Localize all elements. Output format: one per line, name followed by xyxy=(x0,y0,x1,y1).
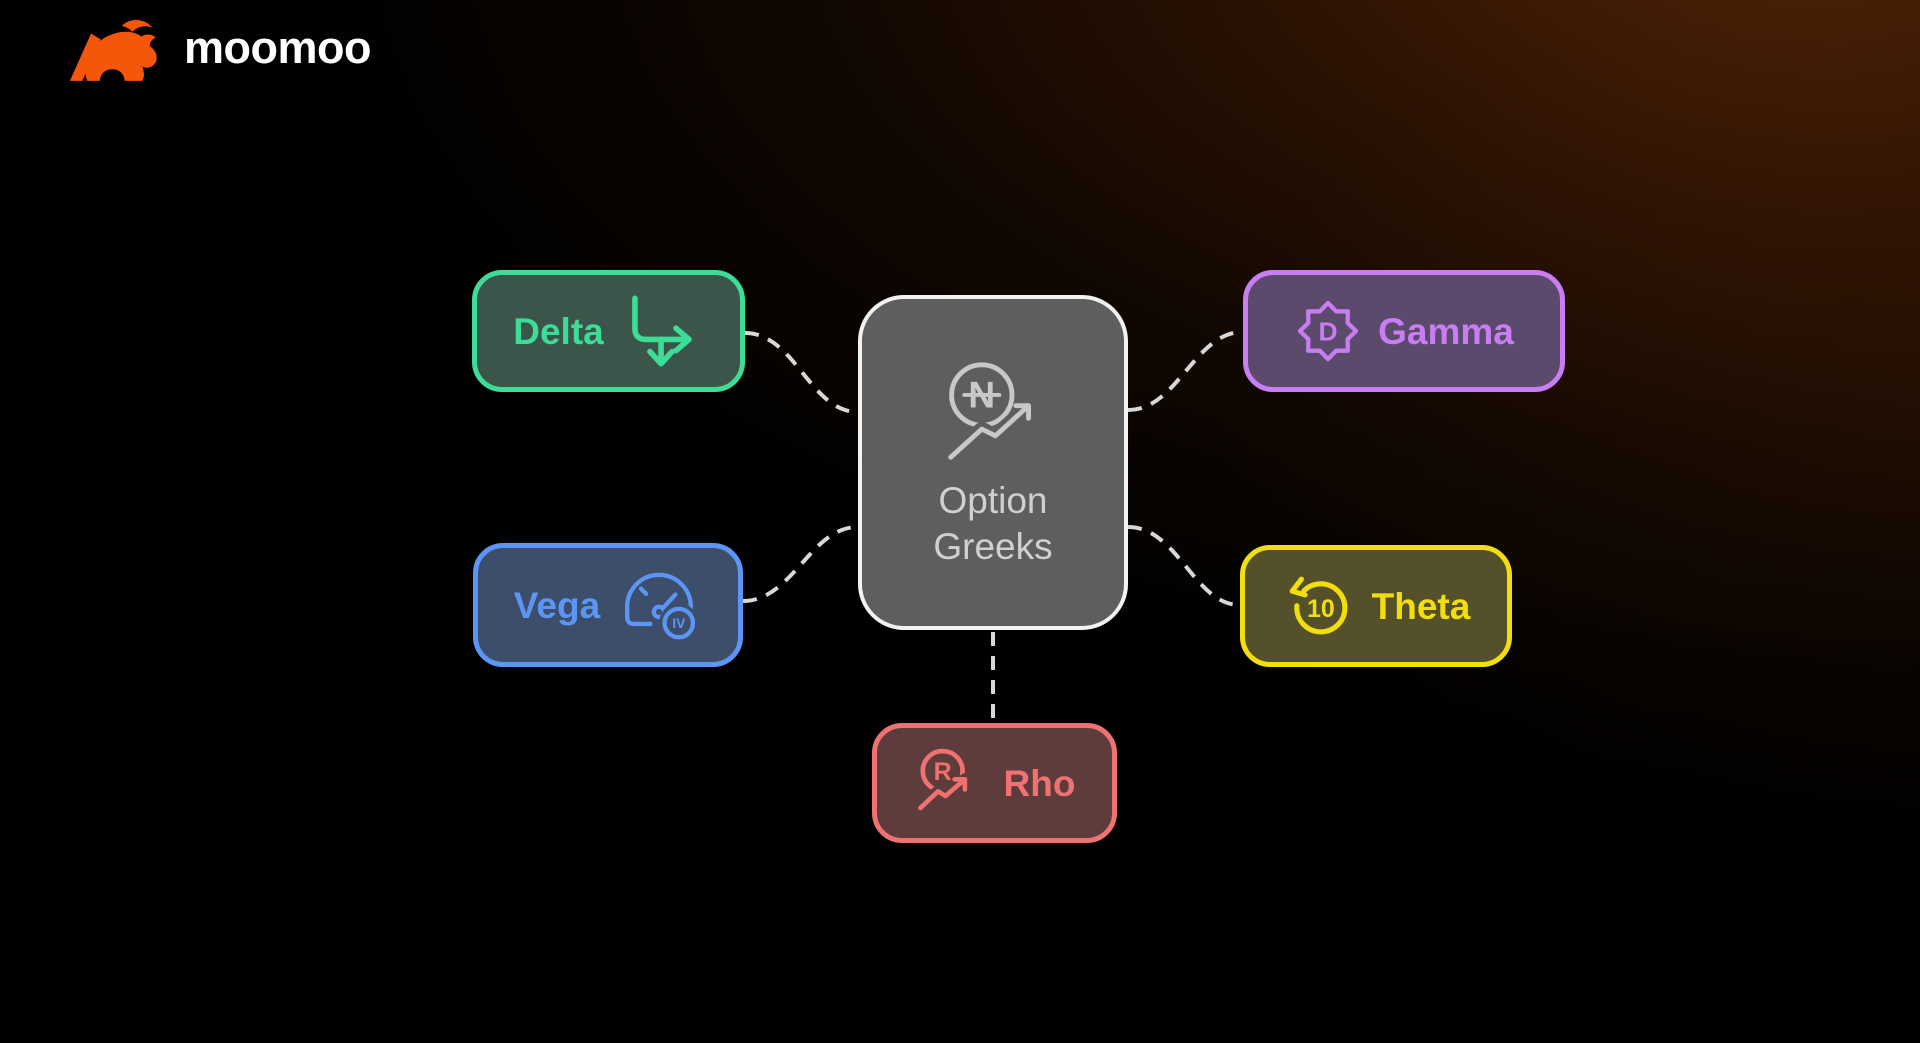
delta-label: Delta xyxy=(513,310,604,352)
node-theta: 10 Theta xyxy=(1240,545,1512,667)
vega-iv-badge-text: IV xyxy=(672,616,686,631)
rho-icon-letter: R xyxy=(933,758,951,786)
gauge-iv-icon: IV xyxy=(625,572,699,643)
rho-label: Rho xyxy=(1003,762,1076,804)
branch-arrow-icon xyxy=(631,295,692,367)
badge-d-icon: D xyxy=(1297,300,1359,362)
moomoo-bull-icon xyxy=(69,19,157,81)
brand-logo: moomoo xyxy=(66,18,371,82)
currency-trend-icon: N xyxy=(943,362,1036,465)
connector-center-gamma xyxy=(1127,330,1244,412)
node-rho: R Rho xyxy=(872,723,1117,843)
r-trend-icon: R xyxy=(913,748,971,814)
theta-label: Theta xyxy=(1371,585,1471,627)
rewind-10-icon: 10 xyxy=(1289,576,1348,635)
brand-wordmark: moomoo xyxy=(184,21,371,73)
connector-center-vega xyxy=(742,525,859,603)
node-gamma: D Gamma xyxy=(1243,270,1565,392)
connector-center-theta xyxy=(1127,525,1241,607)
connector-center-delta xyxy=(744,331,859,414)
node-vega: Vega IV xyxy=(473,543,743,667)
gamma-label: Gamma xyxy=(1378,310,1514,352)
center-title: Option Greeks xyxy=(933,480,1053,567)
vega-label: Vega xyxy=(513,584,601,626)
gamma-icon-letter: D xyxy=(1319,316,1338,346)
theta-icon-number: 10 xyxy=(1307,595,1335,623)
node-delta: Delta xyxy=(472,270,745,392)
center-node-option-greeks: N Option Greeks xyxy=(858,295,1128,630)
